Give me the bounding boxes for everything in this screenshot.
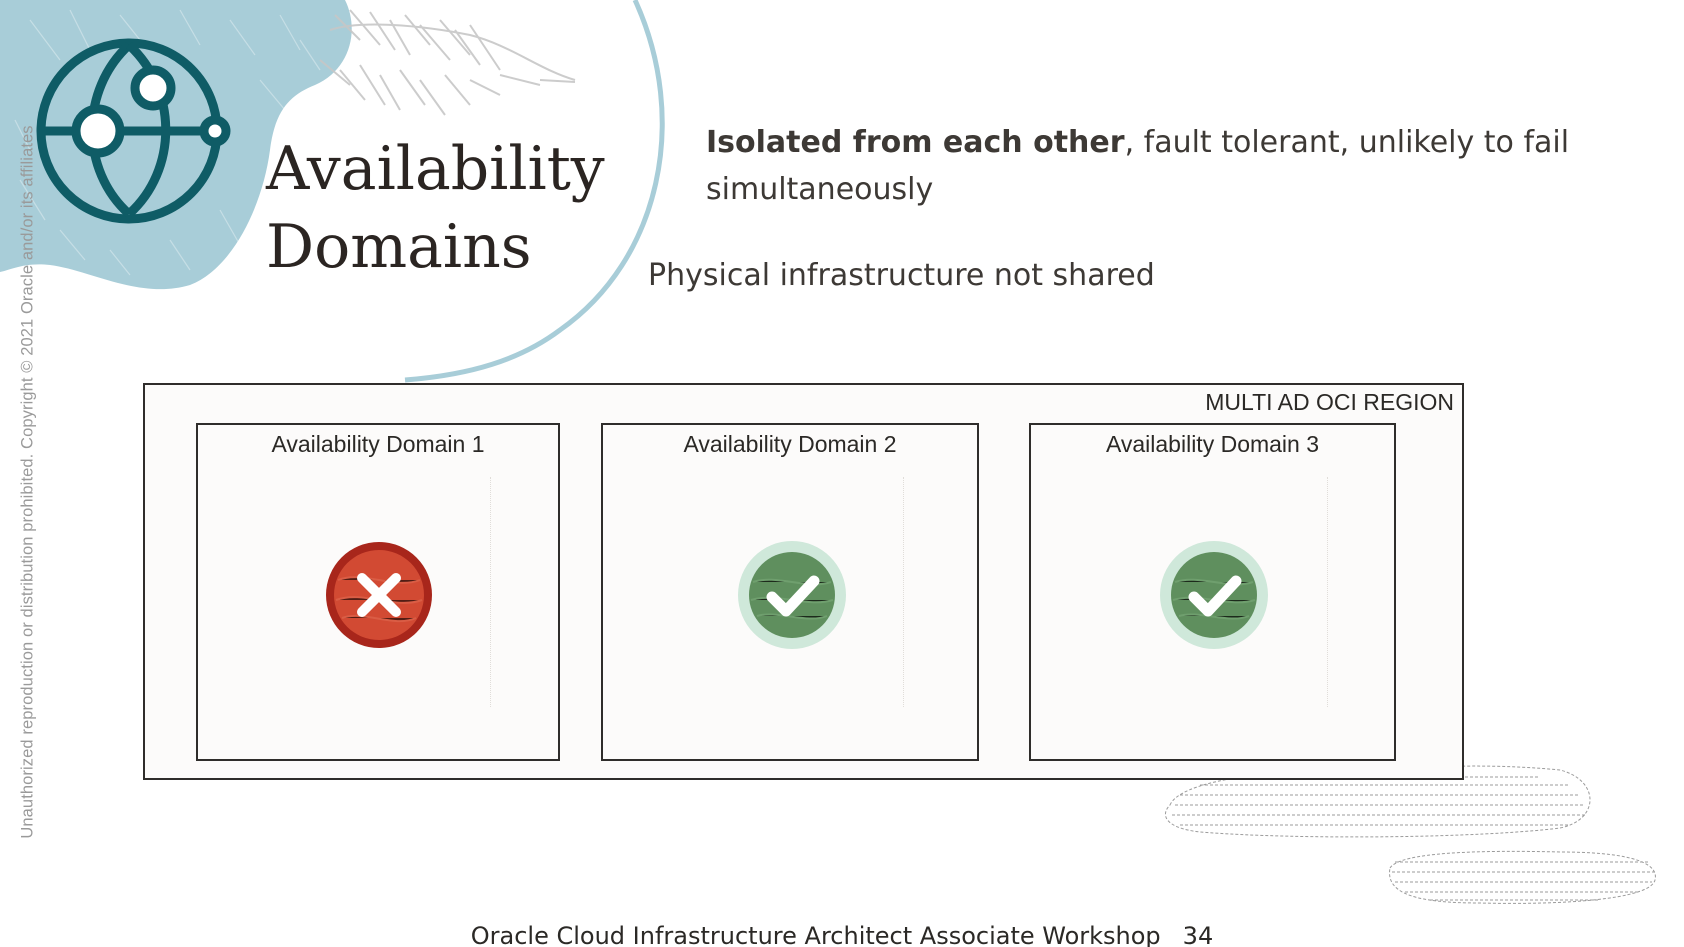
bullet-isolated: Isolated from each other, fault tolerant… [706, 119, 1606, 213]
blob-texture [14, 9, 321, 276]
page-number: 34 [1182, 922, 1214, 947]
guide-line [903, 477, 904, 707]
decorative-arc [404, 0, 665, 383]
guide-line [490, 477, 491, 707]
check-circle-icon [737, 540, 847, 650]
footer-text: Oracle Cloud Infrastructure Architect As… [470, 922, 1161, 947]
region-label: MULTI AD OCI REGION [1205, 389, 1454, 415]
check-circle-icon [1159, 540, 1269, 650]
bullet-isolated-bold: Isolated from each other [706, 125, 1125, 160]
hatched-cloud [1165, 765, 1656, 904]
slide-title: Availability Domains [266, 130, 605, 286]
globe-icon [36, 38, 231, 224]
availability-domain-1: Availability Domain 1 [196, 423, 560, 761]
availability-domain-2: Availability Domain 2 [601, 423, 979, 761]
bullet-physical: Physical infrastructure not shared [648, 258, 1155, 293]
availability-domain-3: Availability Domain 3 [1029, 423, 1396, 761]
guide-line [1327, 477, 1328, 707]
blue-blob [0, 0, 352, 290]
region-box: MULTI AD OCI REGION Availability Domain … [143, 383, 1464, 780]
bullet-isolated-rest: , fault tolerant, unlikely to fail simul… [706, 125, 1570, 207]
title-line-2: Domains [266, 212, 532, 282]
availability-domain-1-title: Availability Domain 1 [271, 431, 485, 457]
title-line-1: Availability [266, 134, 605, 204]
x-circle-icon [324, 540, 434, 650]
grey-sketch [319, 9, 576, 116]
availability-domain-3-title: Availability Domain 3 [1105, 431, 1320, 457]
copyright-notice: Unauthorized reproduction or distributio… [18, 125, 37, 839]
footer: Oracle Cloud Infrastructure Architect As… [0, 922, 1684, 947]
availability-domain-2-title: Availability Domain 2 [683, 431, 897, 457]
